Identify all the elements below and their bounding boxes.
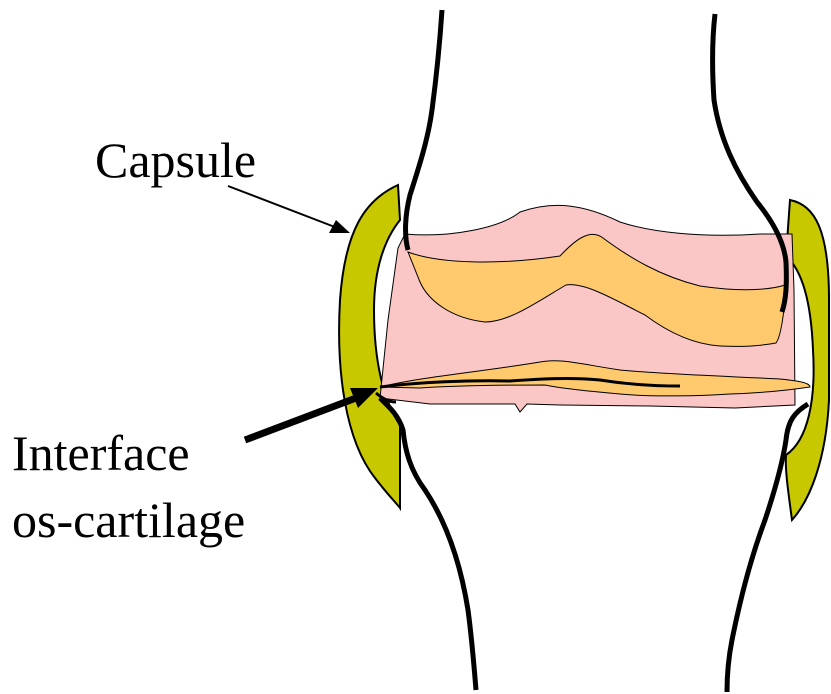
capsule-arrow-line <box>228 186 340 229</box>
capsule-label: Capsule <box>95 132 256 188</box>
bone-outline-upper-left <box>406 10 442 250</box>
interface-label-line1: Interface <box>12 425 190 481</box>
interface-arrow-line <box>245 398 356 440</box>
interface-label-line2: os-cartilage <box>12 492 245 548</box>
